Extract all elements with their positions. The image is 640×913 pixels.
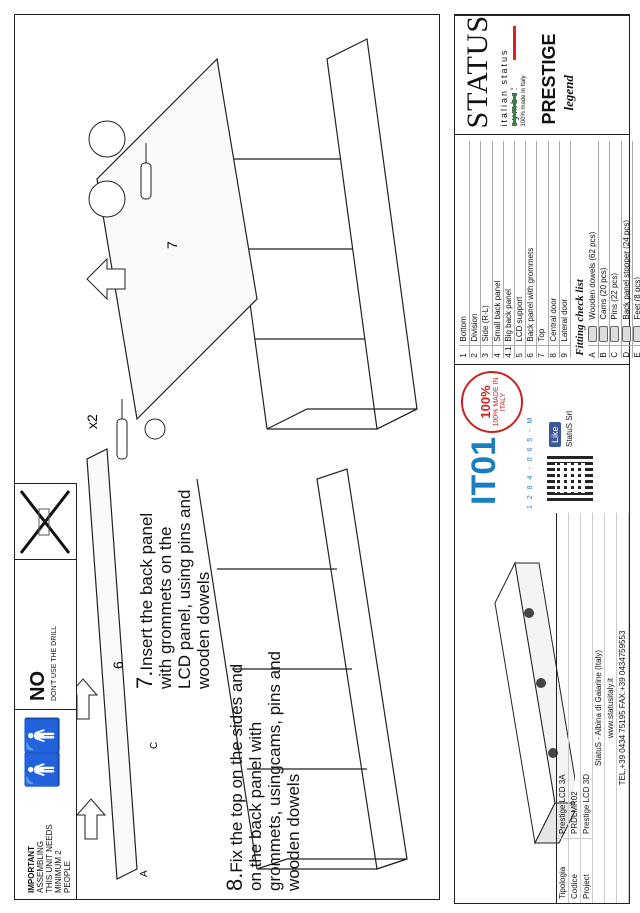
fitting-c-label: C <box>149 742 160 749</box>
part-7-label: 7 <box>164 241 180 249</box>
part-code: 6 <box>526 344 537 358</box>
hardware-icon <box>632 325 640 342</box>
phone-fax: TEL.+39 0434 75195 FAX:+39 0434759553 <box>617 513 629 903</box>
fitting-a-label: A <box>139 870 150 877</box>
it01-logo: IT01 <box>465 436 503 505</box>
part-label: Side (R-L) <box>481 305 491 342</box>
step8-cabinet <box>86 448 408 880</box>
part-row: 4 Small back panel <box>492 141 504 358</box>
part-label: Small back panel <box>492 280 502 342</box>
fitting-label: Pins (22 pcs) <box>610 272 620 320</box>
x2-label: x2 <box>84 414 100 429</box>
fitting-title: Fitting check list <box>574 279 587 356</box>
screwdriver-icon <box>116 143 152 460</box>
part-label: Division <box>470 313 480 342</box>
part-label: Back panel with grommets <box>526 247 536 342</box>
two-people-icon: 🚹🚹 <box>24 721 60 789</box>
qr-code-icon <box>547 455 593 501</box>
model-name: PRESTIGE <box>539 33 559 125</box>
cam-detail-icon <box>88 120 166 440</box>
part-row: 6 Back panel with grommets <box>526 141 538 358</box>
part-row: 7 Top <box>537 141 549 358</box>
part-code: 2 <box>470 344 481 358</box>
fitting-row: D Back panel stopper (24 pcs) <box>621 141 633 358</box>
fitting-row: A Wooden dowels (62 pcs) <box>588 141 600 358</box>
fitting-code: E <box>632 344 640 358</box>
hardware-icon <box>621 325 631 342</box>
part-label: Bottom <box>459 316 468 342</box>
part-label: LCD support <box>515 296 525 342</box>
fitting-code: D <box>621 344 632 358</box>
part-row: 5 LCD support <box>515 141 527 358</box>
part-code: 8 <box>548 344 559 358</box>
part-label: Big back panel <box>503 289 513 342</box>
fitting-label: Back panel stopper (24 pcs) <box>621 220 631 320</box>
part-code: 7 <box>537 344 548 358</box>
part-row: 9 Lateral door <box>559 141 572 358</box>
code-strip: 1 2 8 4 - 0 6 5 - M <box>527 415 534 509</box>
part-code: 4 <box>492 344 503 358</box>
part-row: 3 Side (R-L) <box>481 141 493 358</box>
legend-title: legend <box>561 75 576 111</box>
status-logo: STATUS <box>461 14 494 129</box>
fitting-row: E Feet (8 pcs) <box>632 141 640 358</box>
fitting-label: Feet (8 pcs) <box>632 276 640 320</box>
product-illustration <box>494 561 580 845</box>
part-label: Lateral door <box>559 298 569 342</box>
insertion-arrows <box>77 257 126 840</box>
assembly-drawing: 6 7 A C B x2 <box>77 38 418 880</box>
part-label: Top <box>537 328 547 342</box>
brand-subtitle: italian status symbol <box>499 48 519 127</box>
made-in-italy-text: 100% made in Italy <box>521 75 527 127</box>
fitting-row: B Cams (20 pcs) <box>599 141 611 358</box>
part-row: 2 Division <box>470 141 482 358</box>
part-code: 4.1 <box>503 344 515 358</box>
step7-cabinet <box>96 38 418 430</box>
part-code: 1 <box>459 344 470 358</box>
part-6-label: 6 <box>110 661 126 669</box>
fitting-code: C <box>610 344 621 358</box>
fitting-list: A Wooden dowels (62 pcs) B Cams (20 pcs) C Pi… <box>588 141 640 358</box>
fitting-row: C Pins (22 pcs) <box>610 141 622 358</box>
fitting-label: Wooden dowels (62 pcs) <box>588 231 598 320</box>
website-link[interactable]: www.statusitaly.it <box>605 513 617 903</box>
status-srl-label: StatuS Srl <box>565 410 574 447</box>
part-row: 8 Central door <box>548 141 560 358</box>
hardware-icon <box>599 325 609 342</box>
badges-column: IT01 100%100% MADE IN ITALY 1 2 8 4 - 0 … <box>455 363 629 513</box>
part-code: 5 <box>515 344 526 358</box>
part-label: Central door <box>548 297 558 342</box>
hardware-icon <box>610 325 620 342</box>
fitting-code: A <box>588 344 599 358</box>
address: StatuS - Albina di Gaiarine (Italy) <box>593 513 605 903</box>
part-row: 1 Bottom <box>459 141 471 358</box>
crossed-drill-icon <box>15 483 77 559</box>
part-code: 9 <box>559 344 571 358</box>
made-in-italy-badge: 100%100% MADE IN ITALY <box>461 371 523 433</box>
facebook-like-button[interactable]: Like <box>549 422 561 447</box>
fitting-code: B <box>599 344 610 358</box>
fitting-label: Cams (20 pcs) <box>599 267 609 320</box>
italian-flag-stripe <box>513 26 516 127</box>
hardware-icon <box>588 325 598 342</box>
brand-column: STATUS italian status symbol 100% made i… <box>455 15 629 135</box>
no-drill-warning: NO DON'T USE THE DRILL <box>15 559 77 709</box>
part-code: 3 <box>481 344 492 358</box>
part-row: 4.1 Big back panel <box>503 141 516 358</box>
